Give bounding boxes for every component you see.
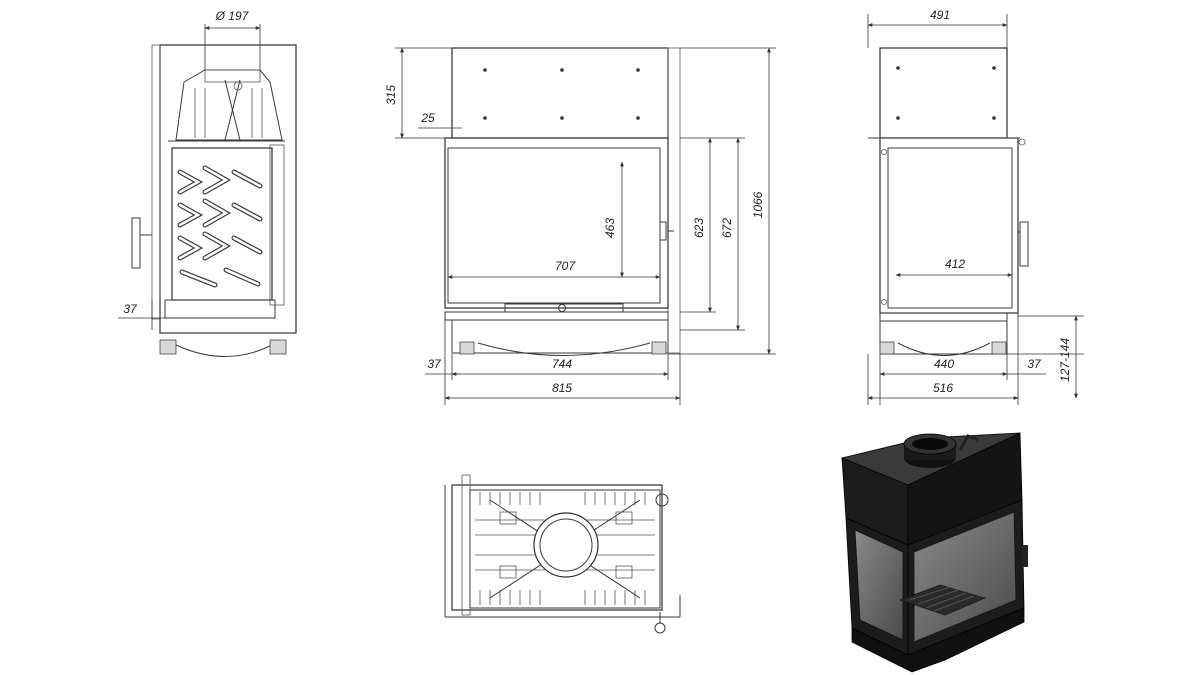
- right-leg-left: [879, 341, 895, 355]
- render-left-glass: [854, 529, 904, 641]
- dim-label-front-total-width: 815: [552, 381, 572, 395]
- side-section-firebox: [171, 147, 273, 301]
- render-base: [851, 607, 1025, 673]
- dim-label-leg-height: 127-144: [1058, 338, 1072, 382]
- side-section-brick-pattern: [177, 165, 263, 288]
- front-leg-left: [459, 341, 475, 355]
- side-section-door-edge: [269, 144, 285, 306]
- dim-label-front-inner-width: 744: [552, 357, 572, 371]
- front-leg-right: [651, 341, 667, 355]
- dim-label-side-offset: 37: [123, 302, 138, 316]
- side-section-view: Ø 197 37: [118, 9, 297, 357]
- side-section-flue-collar: [204, 69, 261, 83]
- render-handle: [1022, 545, 1028, 567]
- dim-label-side-total-width: 516: [933, 381, 953, 395]
- top-view: [444, 474, 681, 634]
- side-section-leg-left: [159, 339, 177, 355]
- dim-label-door-height: 672: [720, 218, 734, 238]
- top-view-flue-inner: [539, 518, 593, 572]
- right-glass-pane: [887, 147, 1013, 309]
- dim-label-glass-height: 623: [692, 218, 706, 238]
- right-leg-right: [991, 341, 1007, 355]
- dim-label-total-height: 1066: [751, 191, 765, 218]
- dim-label-top-inset: 25: [420, 111, 435, 125]
- dim-label-opening-width: 707: [555, 259, 576, 273]
- front-door-frame: [444, 137, 669, 309]
- front-side-rail: [667, 47, 681, 354]
- side-section-leg-right: [269, 339, 287, 355]
- front-base-arch: [477, 342, 651, 356]
- dim-label-flue-diameter: Ø 197: [215, 9, 250, 23]
- render-fire-grate: [899, 584, 986, 616]
- right-upper-casing: [879, 47, 1008, 139]
- front-view: 315 25 463 707 623 672 1066 37 744: [384, 47, 776, 405]
- side-section-front-frame: [151, 44, 161, 320]
- right-base-arch: [897, 342, 991, 356]
- side-section-base-arch: [175, 344, 273, 357]
- right-handle: [1019, 221, 1029, 267]
- dim-label-side-opening-width: 412: [945, 257, 965, 271]
- front-door-handle: [659, 221, 667, 241]
- right-side-view: 491 412 440 37 516 127-144: [867, 8, 1084, 405]
- top-view-inner: [469, 489, 661, 609]
- right-door-frame: [879, 137, 1019, 314]
- side-section-handle: [131, 217, 141, 269]
- dim-label-top-height: 315: [384, 85, 398, 105]
- top-view-fins: [475, 492, 655, 605]
- front-upper-rivets: [483, 68, 640, 120]
- front-upper-casing: [451, 47, 669, 139]
- dim-label-side-inner-width: 440: [934, 357, 954, 371]
- fireplace-3d-render: [840, 432, 1028, 673]
- dim-label-side-top-width: 491: [930, 8, 950, 22]
- dim-label-front-offset: 37: [427, 357, 442, 371]
- dim-label-side-right-offset: 37: [1027, 357, 1042, 371]
- dim-label-opening-height: 463: [603, 218, 617, 238]
- top-view-flue-outer: [533, 512, 599, 578]
